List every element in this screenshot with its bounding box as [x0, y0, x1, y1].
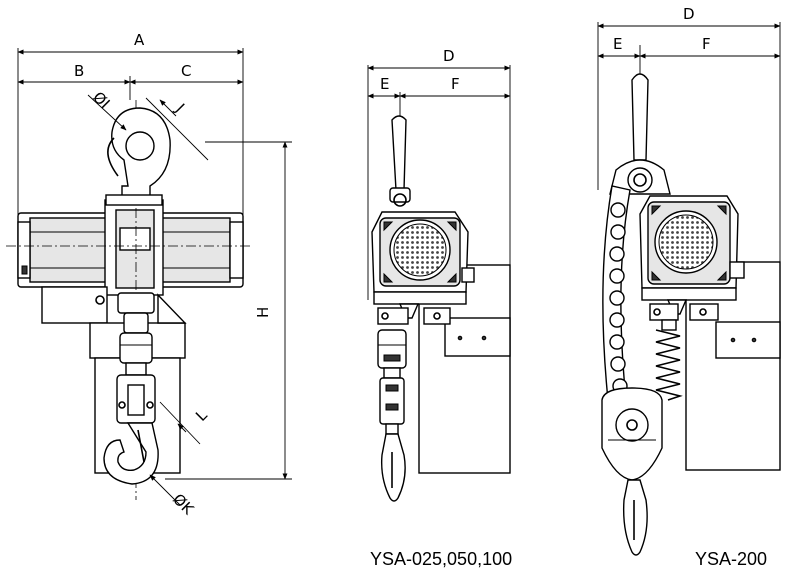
dim-label-J: J: [171, 99, 188, 116]
small-hoist-dimensions: [367, 65, 511, 99]
dim-label-D-small: D: [443, 47, 455, 65]
front-view-large-hoist: [597, 22, 781, 556]
dim-label-D-large: D: [683, 5, 695, 23]
side-view-hoist: [6, 48, 292, 500]
dim-label-A: A: [134, 31, 145, 49]
dim-label-phi-I: ØI: [89, 88, 113, 112]
dim-label-C: C: [181, 62, 191, 80]
front-view-small-hoist: [367, 65, 511, 502]
dim-label-E-large: E: [613, 35, 622, 53]
side-view-dimensions: [17, 49, 288, 506]
dim-label-F-large: F: [702, 35, 711, 53]
dim-label-B: B: [74, 62, 84, 80]
dim-label-phi-K: ØK: [169, 490, 198, 519]
dim-label-E-small: E: [380, 75, 389, 93]
caption-small-models: YSA-025,050,100: [370, 549, 512, 569]
large-hoist-dimensions: [597, 23, 781, 59]
dim-label-F-small: F: [451, 75, 460, 93]
chain-links: [609, 202, 628, 394]
dim-label-H: H: [254, 307, 272, 318]
caption-large-model: YSA-200: [695, 549, 767, 569]
dim-label-L: L: [192, 406, 211, 425]
